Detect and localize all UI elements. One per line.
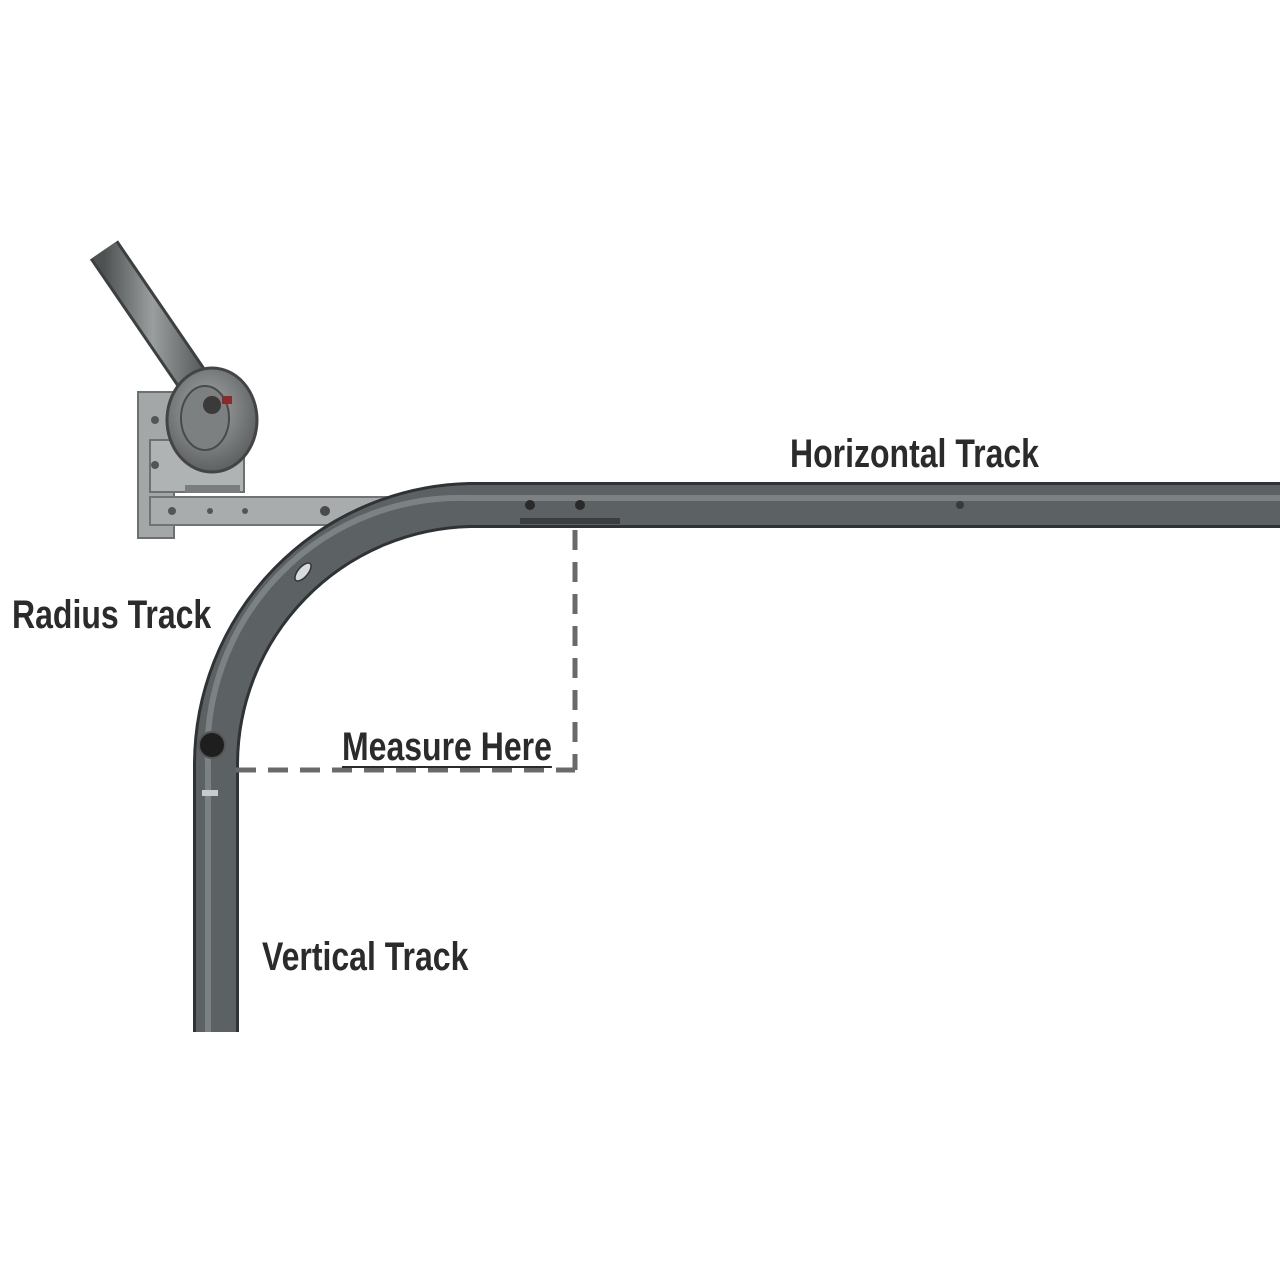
vertical-track-label: Vertical Track — [262, 935, 469, 979]
cable-drum — [165, 366, 259, 474]
track-fasteners — [198, 500, 964, 796]
measure-here-label: Measure Here — [342, 725, 552, 769]
horizontal-track-label: Horizontal Track — [790, 432, 1039, 476]
track — [193, 482, 1280, 1032]
measure-guide — [236, 530, 578, 773]
radius-track-label: Radius Track — [12, 593, 212, 637]
